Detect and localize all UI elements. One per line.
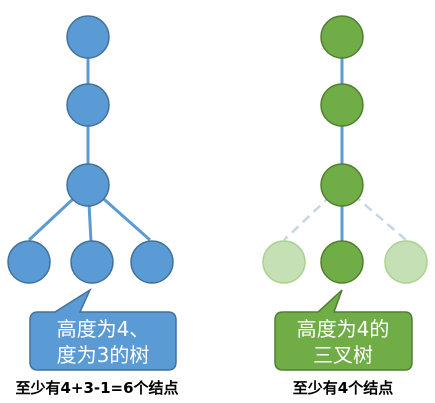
left-node-leaf-right [130, 240, 174, 284]
right-node-level2 [320, 83, 364, 127]
left-node-leaf-middle [70, 240, 114, 284]
right-edge-3-ghost-left [283, 184, 343, 241]
left-node-leaf-left [7, 240, 51, 284]
left-tree: 高度为4、 度为3的树 至少有4+3-1=6个结点 [7, 15, 179, 397]
left-node-level3 [66, 163, 110, 207]
right-node-ghost-right [384, 240, 428, 284]
left-callout-bubble [29, 288, 177, 371]
left-node-level2 [66, 83, 110, 127]
left-callout-line1: 高度为4、 [57, 317, 150, 341]
right-node-ghost-left [262, 240, 306, 284]
right-callout-bubble [274, 289, 413, 371]
right-caption: 至少有4个结点 [293, 379, 393, 397]
left-callout-line2: 度为3的树 [57, 343, 150, 367]
right-node-level3 [320, 163, 364, 207]
left-node-root [66, 15, 110, 59]
right-callout-line2: 三叉树 [313, 343, 373, 367]
right-tree: 高度为4的 三叉树 至少有4个结点 [262, 15, 428, 397]
right-node-leaf-middle [320, 240, 364, 284]
left-caption: 至少有4+3-1=6个结点 [15, 379, 178, 397]
right-callout-line1: 高度为4的 [297, 317, 390, 341]
right-node-root [320, 15, 364, 59]
